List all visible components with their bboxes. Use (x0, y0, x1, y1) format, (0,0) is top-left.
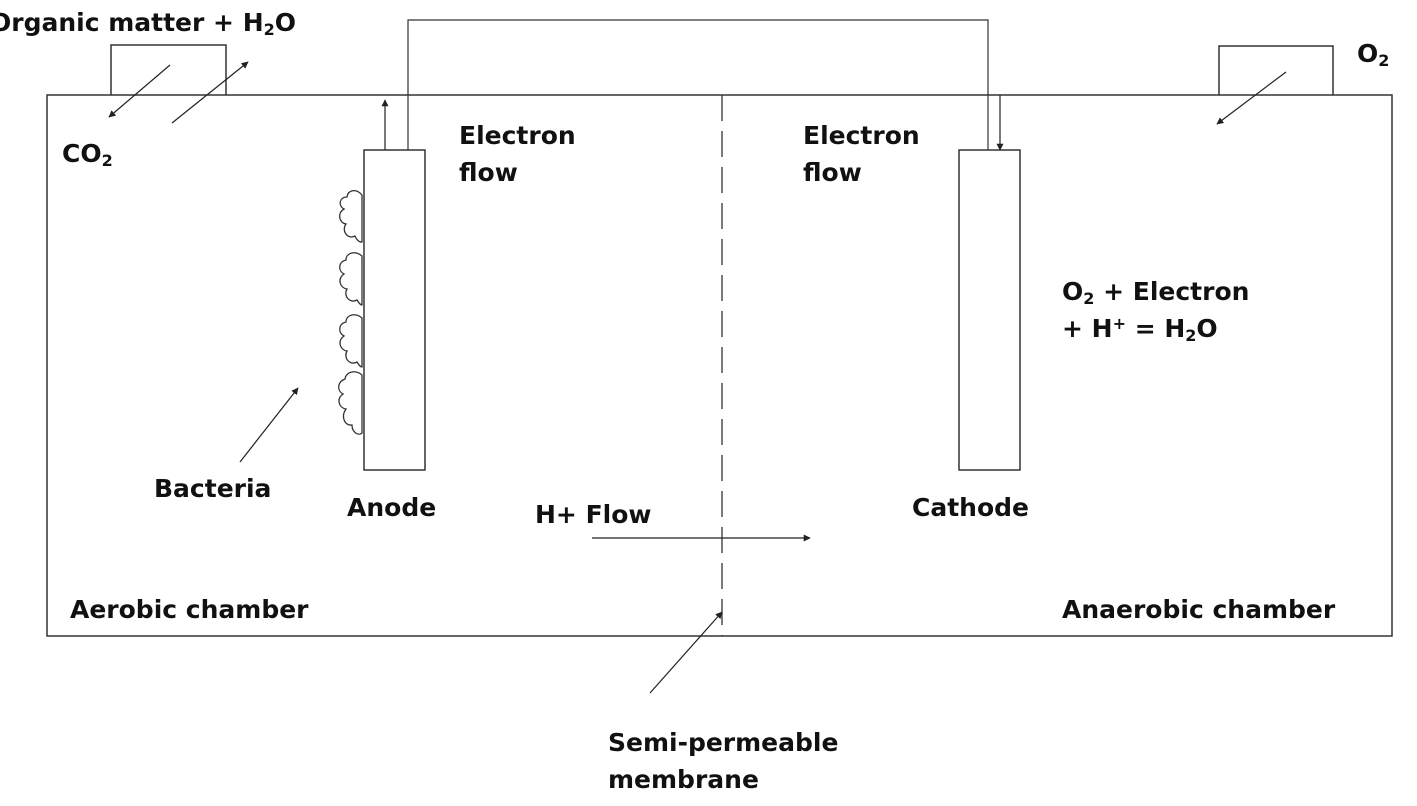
anode-electrode (363, 149, 426, 471)
external-circuit-wire (407, 19, 989, 150)
co2-label: CO2 (62, 139, 113, 170)
cathode-label: Cathode (912, 493, 1029, 522)
co2-outflow-arrow (108, 64, 171, 118)
bacteria-pointer-arrow (239, 387, 299, 463)
electron-flow-right-line2: flow (803, 158, 862, 187)
bacterium (339, 314, 363, 368)
organic-matter-inflow-arrow (171, 61, 249, 124)
membrane-label-line2: membrane (608, 765, 759, 794)
bacterium (339, 190, 363, 243)
bacteria-cluster (338, 190, 363, 435)
bacterium (339, 252, 363, 306)
oxygen-inlet-port (1218, 45, 1334, 95)
fuel-cell-tank (46, 94, 1393, 637)
aerobic-chamber-label: Aerobic chamber (70, 595, 309, 624)
membrane-label-line1: Semi-permeable (608, 728, 839, 757)
electron-flow-left-label: Electron flow (459, 117, 576, 191)
electron-flow-left-line2: flow (459, 158, 518, 187)
anode-label: Anode (347, 493, 437, 522)
h-plus-flow-label: H+ Flow (535, 500, 652, 529)
organic-inlet-port (110, 44, 227, 95)
cathode-reaction-equation: O2 + Electron + H+ = H2O (1062, 273, 1249, 347)
electron-flow-left-line1: Electron (459, 121, 576, 150)
reaction-line-2: + H+ = H2O (1062, 314, 1218, 345)
bacterium (338, 371, 363, 435)
semi-permeable-membrane-label: Semi-permeable membrane (608, 724, 838, 798)
membrane-pointer-arrow (649, 611, 723, 694)
electron-flow-right-line1: Electron (803, 121, 920, 150)
oxygen-inflow-arrow (1216, 71, 1287, 125)
anaerobic-chamber-label: Anaerobic chamber (1062, 595, 1336, 624)
cathode-electrode (958, 149, 1021, 471)
oxygen-inlet-label: O2 (1357, 39, 1390, 70)
reaction-line-1: O2 + Electron (1062, 277, 1250, 308)
electron-flow-right-label: Electron flow (803, 117, 920, 191)
bacteria-label: Bacteria (154, 474, 272, 503)
organic-matter-inlet-label: Organic matter + H2O (0, 8, 297, 39)
